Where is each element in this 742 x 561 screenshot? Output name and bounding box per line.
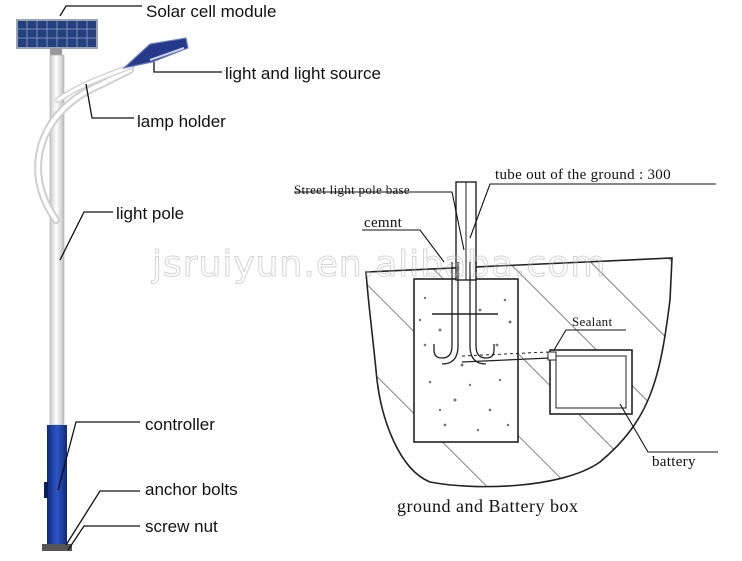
pole-base-blue [47,425,67,547]
label-sealant: Sealant [572,314,613,329]
label-tube: tube out of the ground : 300 [495,167,671,183]
label-lamp-holder: lamp holder [137,112,226,131]
anchor-hooks [433,262,495,365]
battery-box [549,349,633,415]
street-light [16,19,189,551]
solar-panel [16,19,98,56]
diagram-caption: ground and Battery box [397,496,579,516]
controller-box [44,482,48,498]
label-light-pole: light pole [116,204,185,223]
cable-tube [461,357,551,363]
label-controller: controller [145,415,215,434]
concrete-speckles [418,296,512,432]
label-battery: battery [652,454,696,470]
label-screw-nut: screw nut [145,517,218,536]
label-cemnt: cemnt [364,215,403,231]
left-leaders [57,5,222,551]
right-leaders [294,183,718,453]
lamp-head [121,37,189,70]
label-light-source: light and light source [225,64,381,83]
watermark: jsruiyun.en.alibaba.com [151,244,607,286]
label-solar-cell-module: Solar cell module [146,2,277,21]
label-anchor-bolts: anchor bolts [145,480,238,499]
foundation-diagram [365,181,673,488]
pole-flange [42,544,72,551]
label-pole-base: Street light pole base [294,182,410,197]
